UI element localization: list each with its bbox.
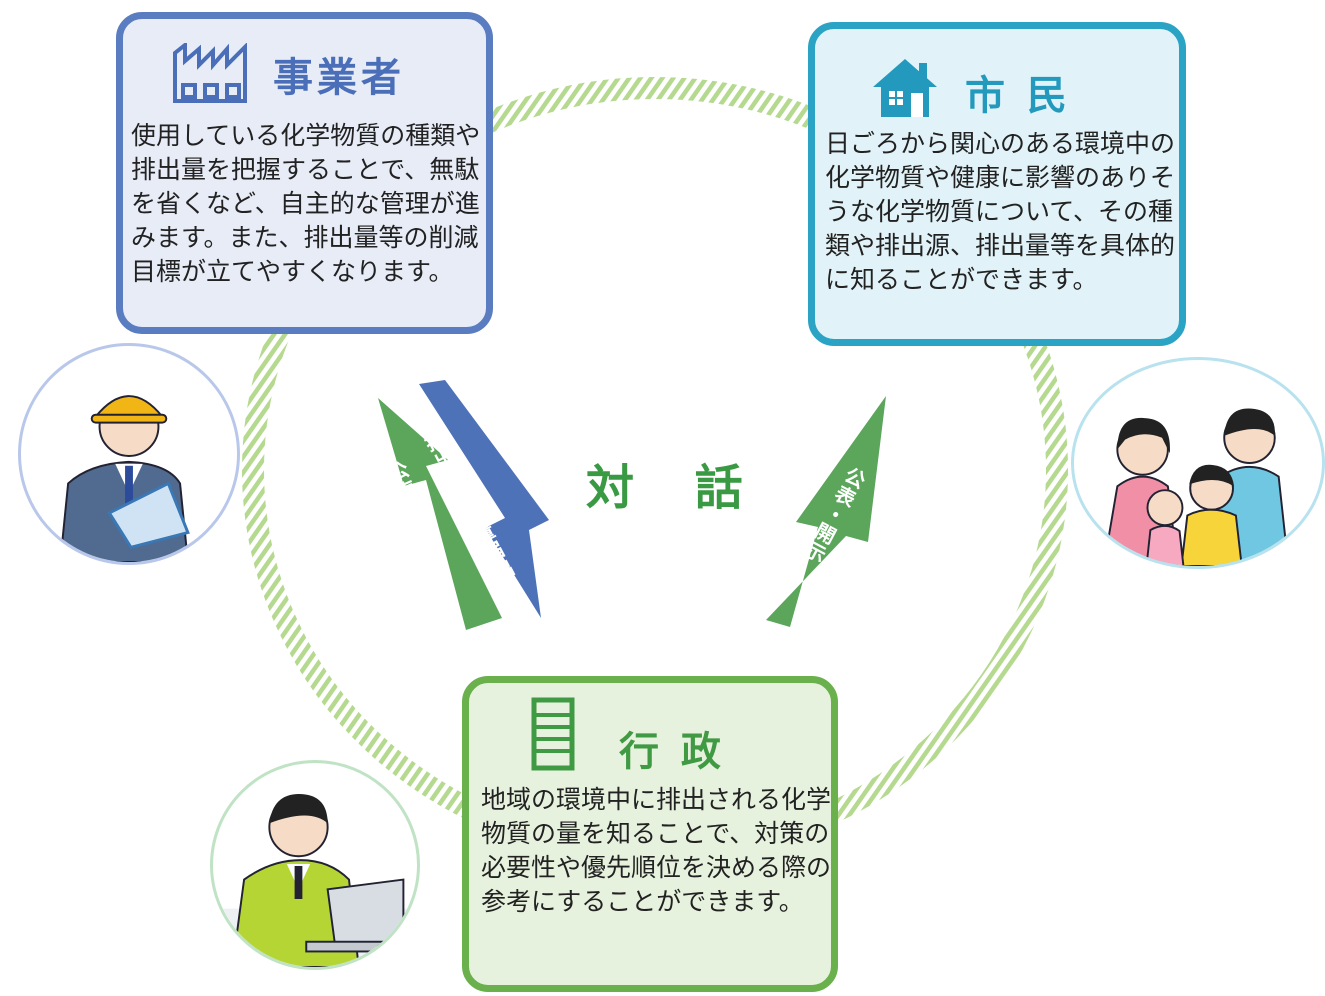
business-text: 使用している化学物質の種類や排出量を把握することで、無駄を省くなど、自主的な管理… [131, 121, 481, 286]
worker-illustration [18, 343, 240, 565]
citizen-title: 市 民 [965, 73, 1071, 119]
business-box: 事業者 使用している化学物質の種類や排出量を把握することで、無駄を省くなど、自主… [116, 12, 493, 334]
officer-illustration [210, 760, 420, 970]
citizen-text: 日ごろから関心のある環境中の化学物質や健康に影響のありそうな化学物質について、そ… [825, 129, 1176, 294]
business-title: 事業者 [273, 55, 405, 101]
house-icon [873, 59, 937, 117]
arrow-business-to-gov [419, 380, 549, 618]
family-illustration [1071, 357, 1325, 569]
arrow-gov-to-citizen [766, 396, 886, 627]
government-title: 行 政 [619, 729, 725, 775]
factory-icon [173, 43, 247, 103]
building-icon [531, 697, 575, 771]
government-box: 行 政 地域の環境中に排出される化学物質の量を知ることで、対策の必要性や優先順位… [462, 676, 838, 992]
dialogue-label: 対 話 [586, 460, 765, 516]
government-text: 地域の環境中に排出される化学物質の量を知ることで、対策の必要性や優先順位を決める… [481, 785, 832, 916]
arrow-gov-to-business [378, 398, 502, 630]
citizen-box: 市 民 日ごろから関心のある環境中の化学物質や健康に影響のありそうな化学物質につ… [808, 22, 1186, 346]
